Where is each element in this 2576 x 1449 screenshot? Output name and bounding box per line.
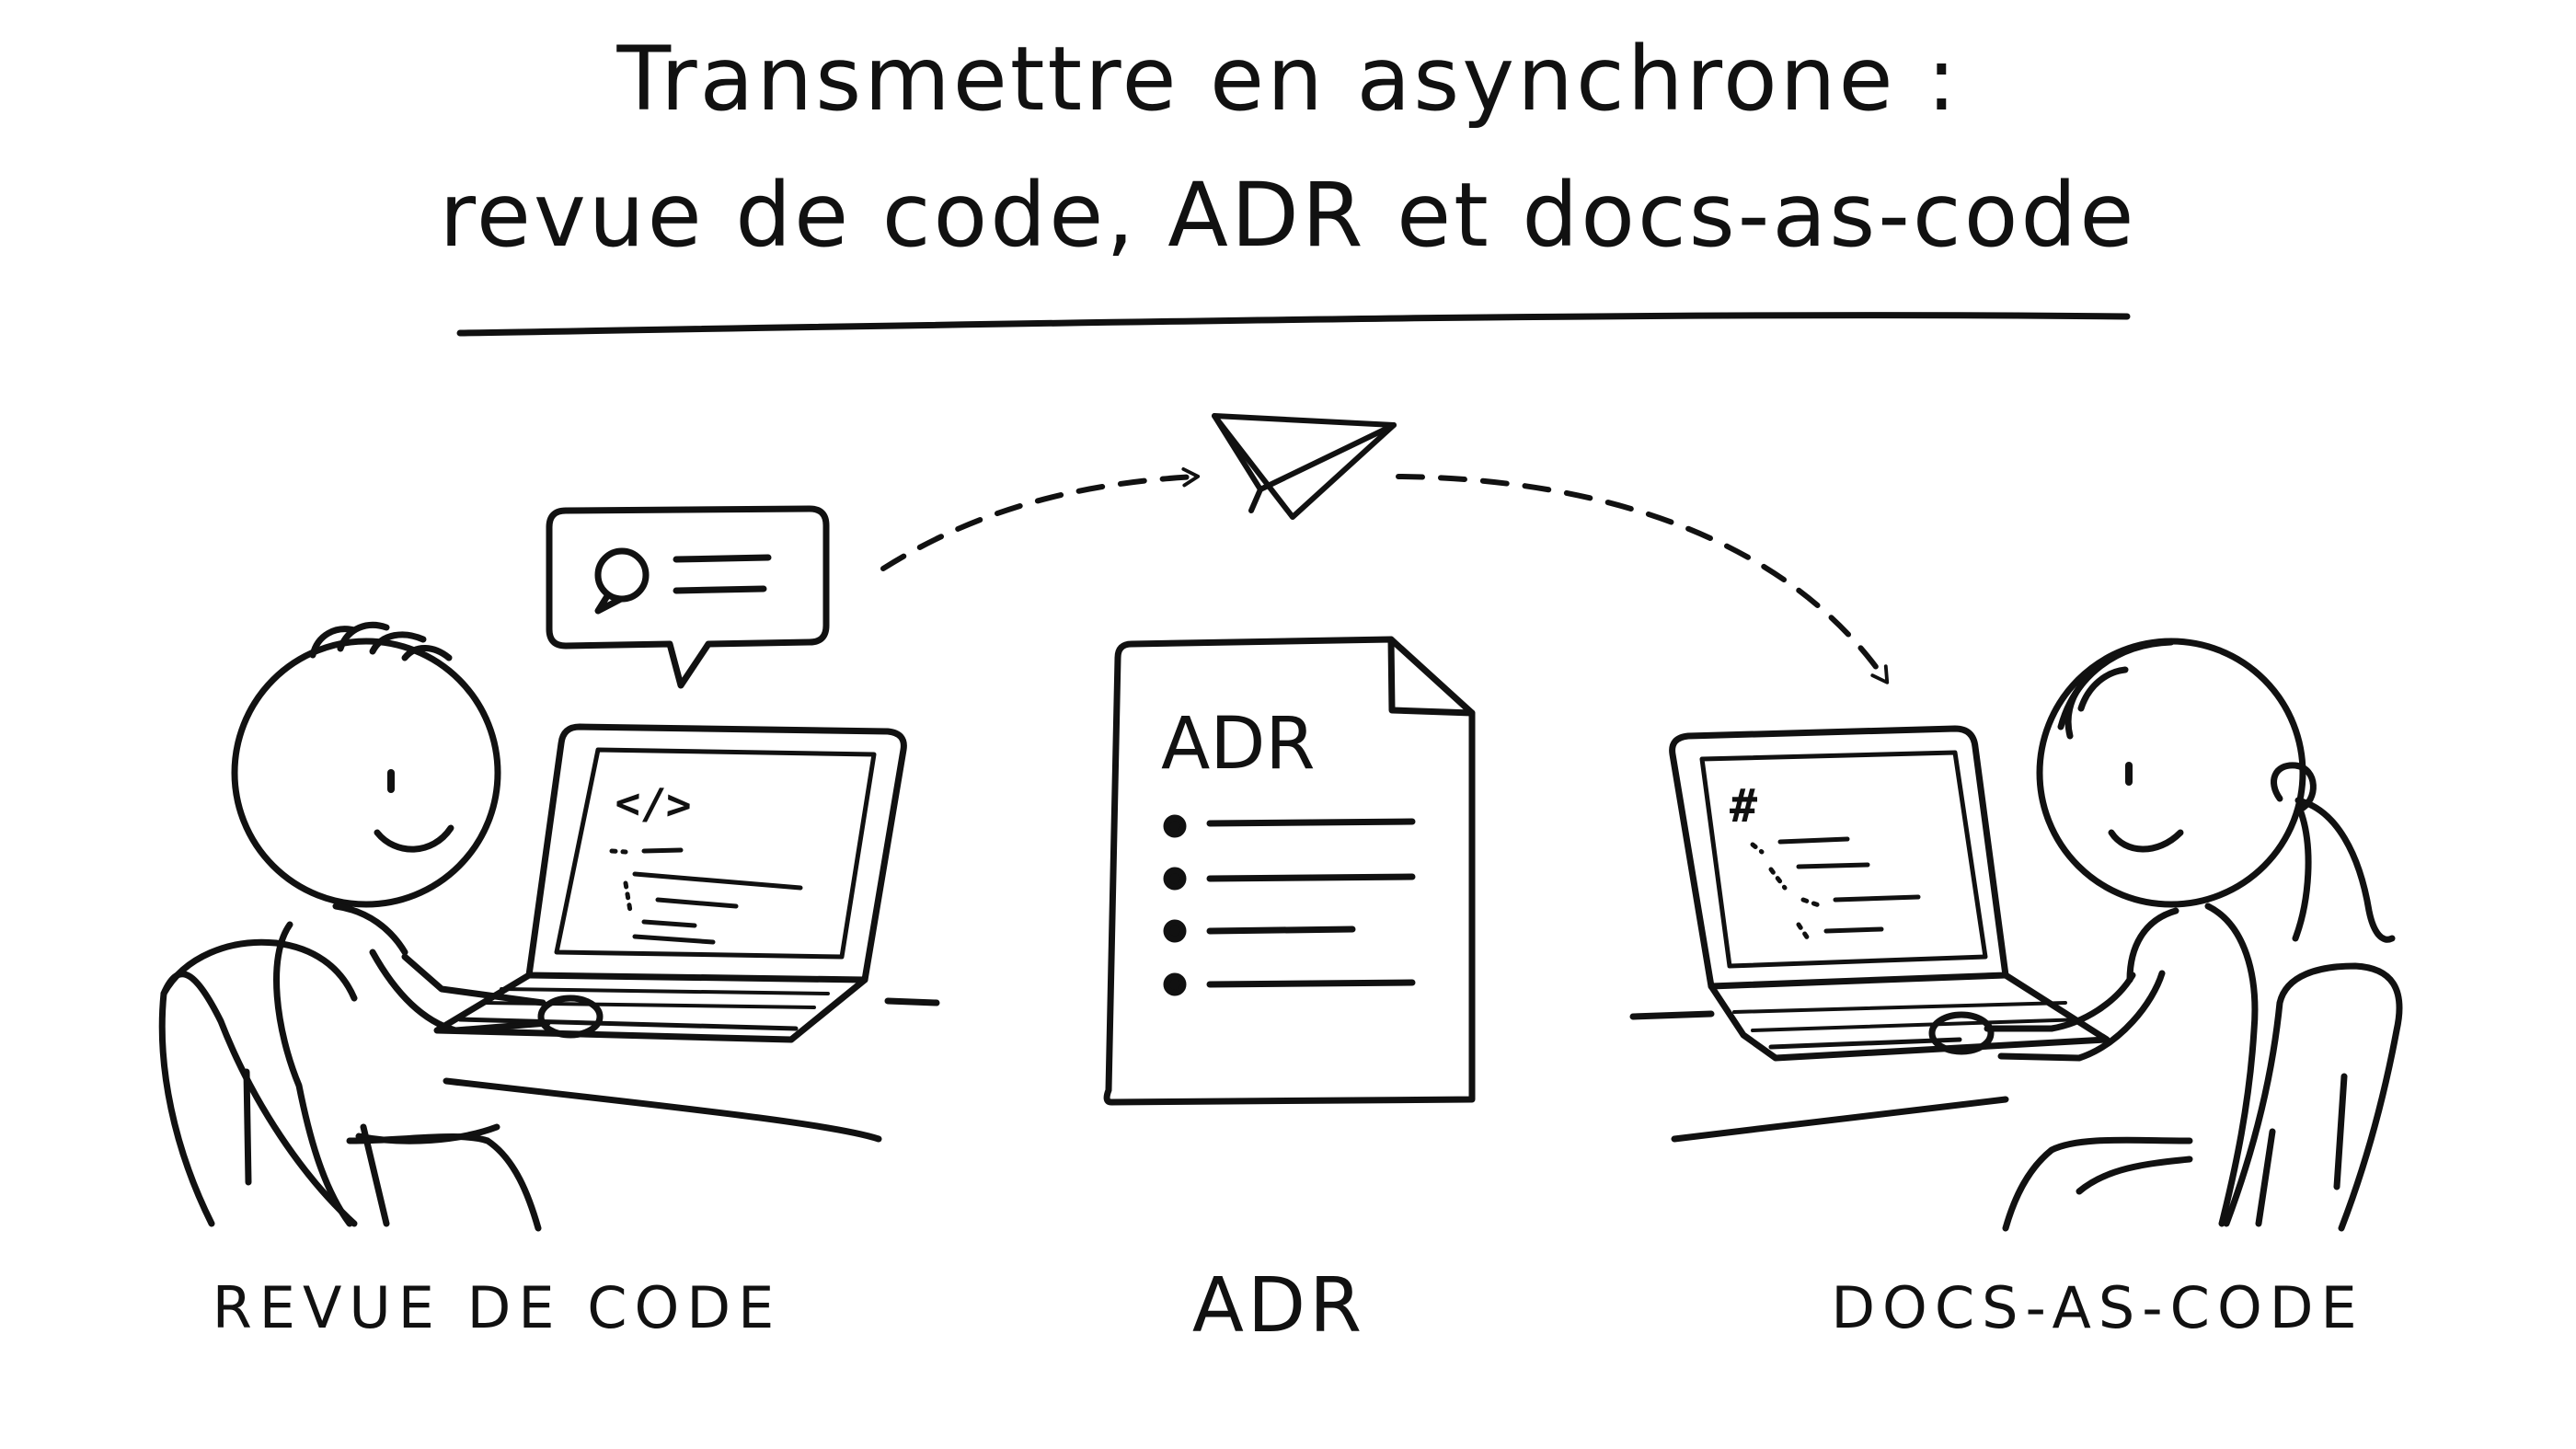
comment-icon xyxy=(594,547,650,603)
dashed-arrow-to-plane xyxy=(880,466,1201,571)
left-laptop xyxy=(433,723,940,1143)
left-person-head xyxy=(231,638,501,908)
left-person-reviewer xyxy=(158,621,604,1232)
left-comment-bubble xyxy=(546,505,830,689)
adr-document-label: ADR xyxy=(1161,703,1316,786)
markdown-hash-icon: # xyxy=(1730,779,1757,833)
right-person-writer xyxy=(1928,638,2403,1232)
title-underline xyxy=(456,312,2131,337)
dashed-arrow-from-plane xyxy=(1396,474,1890,684)
adr-document xyxy=(1103,636,1476,1106)
code-tag-icon: </> xyxy=(615,777,693,830)
diagram-title-line-1: Transmettre en asynchrone : xyxy=(616,28,1960,131)
caption-code-review: REVUE DE CODE xyxy=(212,1274,782,1341)
right-laptop xyxy=(1629,725,2110,1143)
diagram-title-line-2: revue de code, ADR et docs-as-code xyxy=(439,164,2137,267)
paper-plane-icon xyxy=(1212,413,1397,520)
caption-docs-as-code: DOCS-AS-CODE xyxy=(1831,1274,2364,1341)
right-person-head xyxy=(2036,638,2306,908)
caption-adr: ADR xyxy=(1191,1262,1366,1350)
right-chair xyxy=(2223,962,2403,1232)
